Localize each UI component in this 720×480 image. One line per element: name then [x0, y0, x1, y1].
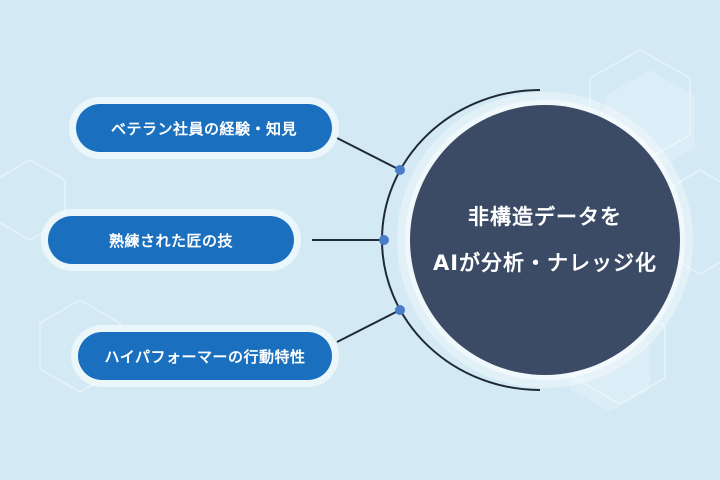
- item-pill-high-performer: ハイパフォーマーの行動特性: [78, 332, 332, 380]
- item-card-3: ハイパフォーマーの行動特性: [72, 326, 338, 386]
- arc-dot-3: [395, 305, 405, 315]
- item-pill-craftsmanship: 熟練された匠の技: [48, 216, 294, 264]
- connector-line-1: [336, 137, 401, 171]
- item-card-1: ベテラン社員の経験・知見: [70, 98, 338, 158]
- hub-title-line-1: 非構造データを: [468, 205, 622, 229]
- hub-circle: [410, 105, 680, 375]
- arc-dot-1: [395, 165, 405, 175]
- item-pill-experience: ベテラン社員の経験・知見: [76, 104, 332, 152]
- arc-dot-2: [379, 235, 389, 245]
- item-card-2: 熟練された匠の技: [42, 210, 300, 270]
- hub-text: 非構造データを AIが分析・ナレッジ化: [400, 180, 690, 300]
- connector-line-3: [336, 309, 401, 343]
- hub-title-line-2: AIが分析・ナレッジ化: [432, 251, 658, 275]
